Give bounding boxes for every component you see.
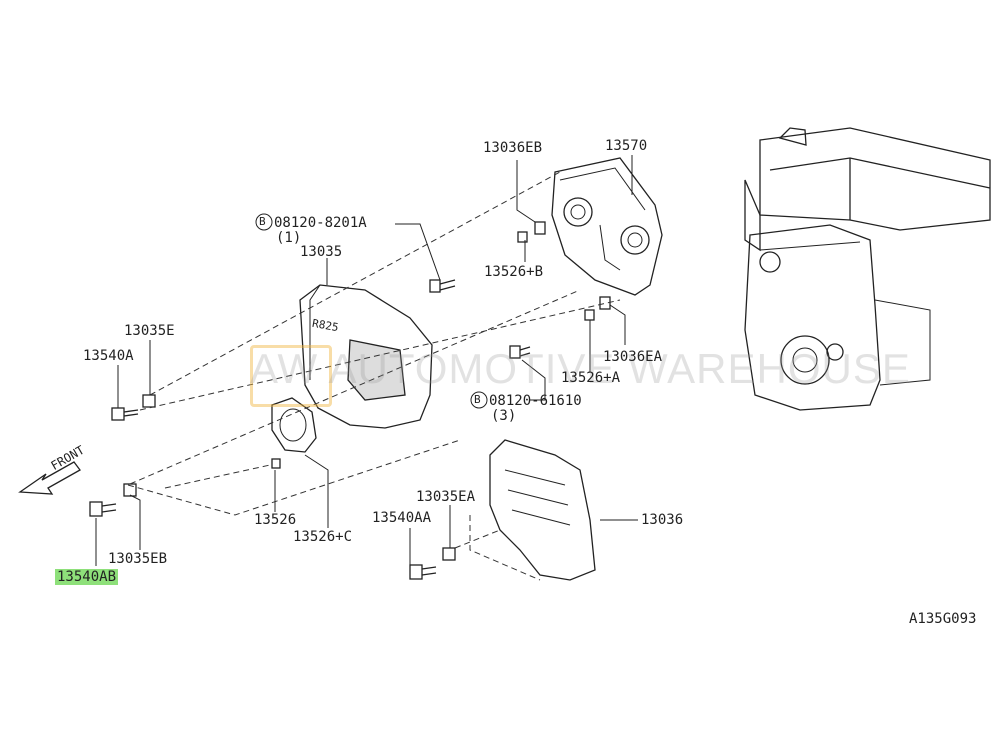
gasket-13526C xyxy=(271,397,317,453)
engine-block xyxy=(744,127,991,411)
front-arrow-icon xyxy=(18,461,81,495)
callout-13540A: 13540A xyxy=(83,348,134,364)
callout-13036EA: 13036EA xyxy=(603,349,663,365)
callout-13540AA: 13540AA xyxy=(372,510,432,526)
watermark-text: AW AUTOMOTIVE WAREHOUSE xyxy=(250,345,911,393)
rear-plate-13570 xyxy=(551,157,663,296)
callout-13540AB-highlighted[interactable]: 13540AB xyxy=(55,569,119,585)
callout-08120-61610: 08120-61610 xyxy=(489,393,582,409)
callout-13036: 13036 xyxy=(641,512,684,528)
callout-13035: 13035 xyxy=(300,244,343,260)
callout-13526A: 13526+A xyxy=(561,370,621,386)
callout-08120-8201A: 08120-8201A xyxy=(274,215,367,231)
callout-08120-8201A-qty: (1) xyxy=(276,230,302,246)
callout-13035EB: 13035EB xyxy=(108,551,168,567)
callout-13036EB: 13036EB xyxy=(483,140,543,156)
callout-13526B: 13526+B xyxy=(484,264,544,280)
watermark-logo: AW xyxy=(250,345,319,392)
b-marker-1: B xyxy=(259,215,266,228)
circled-b-icon xyxy=(255,213,488,409)
belt-cover-13036 xyxy=(489,439,596,581)
watermark-name: AUTOMOTIVE WAREHOUSE xyxy=(328,345,911,392)
callout-13526C: 13526+C xyxy=(293,529,353,545)
watermark-logo-box xyxy=(250,345,332,407)
b-marker-2: B xyxy=(474,393,481,406)
callout-13035E: 13035E xyxy=(124,323,175,339)
callout-13570: 13570 xyxy=(605,138,648,154)
callout-13526: 13526 xyxy=(254,512,297,528)
belt-cover-13035 xyxy=(299,284,433,429)
leader-lines xyxy=(95,155,638,566)
callout-13035EA: 13035EA xyxy=(416,489,476,505)
callout-08120-61610-qty: (3) xyxy=(491,408,517,424)
figure-code: A135G093 xyxy=(909,611,977,627)
alignment-lines xyxy=(127,171,621,581)
